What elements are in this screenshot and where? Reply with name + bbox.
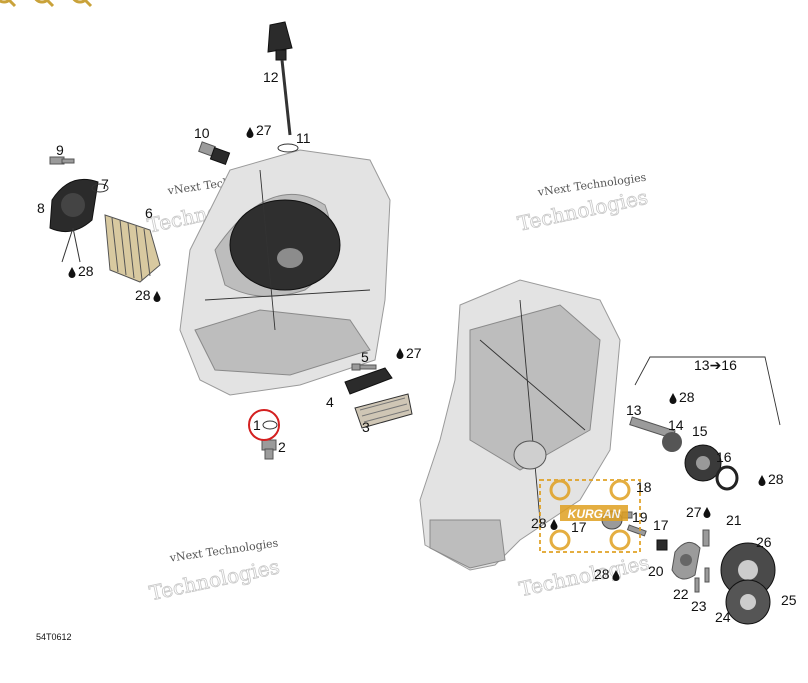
- dipstick: [267, 21, 299, 153]
- callout-17: 17: [571, 519, 587, 535]
- highlight-circle: [248, 409, 280, 441]
- right-crankcase: [419, 279, 621, 571]
- left-crankcase: [179, 149, 391, 396]
- callout-16: 16: [716, 449, 732, 465]
- callout-23: 23: [691, 598, 707, 614]
- callout-1: 1: [253, 417, 261, 433]
- oil-drop-icon: [550, 519, 558, 530]
- callout-13-16: 13➔16: [694, 357, 737, 373]
- callout-20: 20: [648, 563, 664, 579]
- toolbar[interactable]: [0, 0, 93, 8]
- callout-26: 26: [756, 534, 772, 550]
- callout-11: 11: [296, 130, 311, 146]
- callout-27: 27: [686, 504, 702, 520]
- callout-28: 28: [679, 389, 695, 405]
- zoom-reset-icon[interactable]: [72, 0, 93, 8]
- drain-plug: [248, 409, 280, 460]
- oil-drop-icon: [703, 507, 711, 518]
- callout-22: 22: [673, 586, 689, 602]
- callout-5: 5: [361, 349, 369, 365]
- callout-3: 3: [362, 419, 370, 435]
- callout-28: 28: [594, 566, 610, 582]
- callout-14: 14: [668, 417, 684, 433]
- callout-15: 15: [692, 423, 708, 439]
- pins: [694, 567, 710, 593]
- callout-7: 7: [101, 176, 109, 192]
- oil-drop-icon: [153, 291, 161, 302]
- bolt: [49, 156, 75, 165]
- watermark-line2: Technologies: [147, 554, 281, 605]
- kurgan-text: KURGAN: [568, 507, 621, 521]
- callout-27: 27: [256, 122, 272, 138]
- filter-cover: [49, 178, 109, 233]
- callout-6: 6: [145, 205, 153, 221]
- callout-25: 25: [781, 592, 797, 608]
- callout-18: 18: [636, 479, 652, 495]
- pump-shaft: [629, 416, 682, 452]
- watermark-line2: Technologies: [517, 550, 651, 601]
- kurgan-logo: KURGAN: [539, 479, 641, 553]
- callout-4: 4: [326, 394, 334, 410]
- callout-19: 19: [632, 509, 648, 525]
- callout-9: 9: [56, 142, 64, 158]
- oil-drop-icon: [68, 267, 76, 278]
- pump-gear: [684, 444, 722, 482]
- callout-8: 8: [37, 200, 45, 216]
- callout-2: 2: [278, 439, 286, 455]
- callout-27: 27: [406, 345, 422, 361]
- callout-13: 13: [626, 402, 642, 418]
- drawing-code: 54T0612: [36, 632, 72, 642]
- oil-drop-icon: [669, 393, 677, 404]
- bolt-21: [702, 529, 710, 547]
- oil-drop-icon: [758, 475, 766, 486]
- callout-12: 12: [263, 69, 279, 85]
- callout-10: 10: [194, 125, 210, 141]
- kit-bracket: [634, 356, 781, 426]
- zoom-out-icon[interactable]: [0, 0, 17, 8]
- oil-drop-icon: [246, 127, 254, 138]
- callout-28: 28: [768, 471, 784, 487]
- oil-drop-icon: [396, 348, 404, 359]
- oil-screen: [344, 367, 413, 429]
- oil-filter: [104, 214, 161, 283]
- gears: [720, 542, 776, 625]
- seal-ring: [715, 465, 739, 491]
- callout-28: 28: [135, 287, 151, 303]
- zoom-in-icon[interactable]: [34, 0, 55, 8]
- sensor: [198, 141, 231, 166]
- callout-28: 28: [78, 263, 94, 279]
- callouts: 12 10 27 11 9 7 8 6 28 28 5 27 4 3 1 2 1…: [37, 69, 797, 625]
- callout-24: 24: [715, 609, 731, 625]
- callout-21: 21: [726, 512, 742, 528]
- screw: [351, 363, 377, 371]
- callout-28: 28: [531, 515, 547, 531]
- callout-17: 17: [653, 517, 669, 533]
